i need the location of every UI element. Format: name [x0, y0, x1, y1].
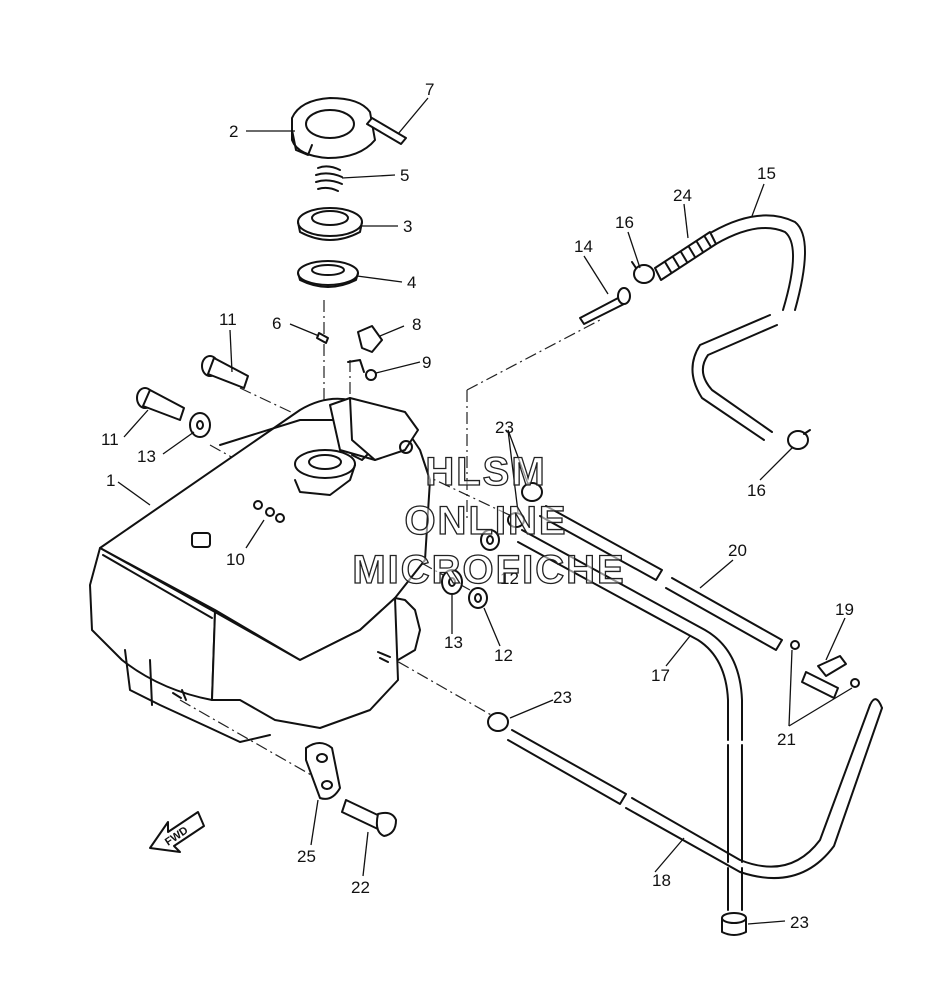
fuel-tank — [89, 397, 431, 743]
label-part-13-lower: 13 — [444, 633, 463, 652]
label-part-6: 6 — [272, 314, 281, 333]
label-part-18: 18 — [652, 871, 671, 890]
label-part-12-upper: 12 — [500, 569, 519, 588]
label-part-8: 8 — [412, 315, 421, 334]
bolt-11-upper — [201, 355, 249, 389]
fwd-arrow: FWD — [149, 811, 205, 853]
label-part-11-lower: 11 — [101, 430, 119, 449]
label-part-13-upper: 13 — [137, 447, 156, 466]
label-part-16-lower: 16 — [747, 481, 766, 500]
label-part-20: 20 — [728, 541, 747, 560]
clip-21 — [790, 640, 860, 688]
hose-clamp-16-upper — [631, 261, 655, 284]
t-joint — [801, 655, 847, 699]
filler-cap — [291, 97, 376, 159]
label-part-25: 25 — [297, 847, 316, 866]
hose-clamp-23-bottom — [721, 912, 747, 936]
label-part-21: 21 — [777, 730, 796, 749]
watermark-line-1: HLSM — [425, 450, 546, 494]
label-part-24: 24 — [673, 186, 692, 205]
washer-13-upper — [189, 412, 211, 438]
grommet-12-upper — [480, 529, 500, 551]
label-part-12-lower: 12 — [494, 646, 513, 665]
label-part-11-upper: 11 — [219, 310, 237, 329]
bracket — [305, 742, 341, 800]
label-part-14: 14 — [574, 237, 593, 256]
spring-guard — [654, 231, 717, 281]
label-part-23-middle: 23 — [553, 688, 572, 707]
hose-clamp-23-upper — [507, 482, 543, 528]
label-part-22: 22 — [351, 878, 370, 897]
part-labels: 1 2 3 4 5 6 7 8 9 10 11 11 12 12 13 13 1… — [101, 80, 854, 932]
grommet-12-lower — [468, 587, 488, 609]
hose-17 — [517, 529, 743, 911]
spring — [315, 165, 343, 192]
label-part-9: 9 — [422, 353, 431, 372]
label-part-23-upper: 23 — [495, 418, 514, 437]
watermark-line-3: MICROFICHE — [352, 548, 625, 592]
watermark-line-2: ONLINE — [404, 499, 567, 543]
hose-clamp-16-lower — [787, 429, 811, 450]
hose-clamp-23-middle — [487, 712, 509, 732]
bolt-11-lower — [136, 387, 185, 421]
label-part-19: 19 — [835, 600, 854, 619]
label-part-23-bottom: 23 — [790, 913, 809, 932]
label-part-16-upper: 16 — [615, 213, 634, 232]
clip-9 — [347, 359, 377, 381]
label-part-3: 3 — [403, 217, 412, 236]
label-part-2: 2 — [229, 122, 238, 141]
clip-8 — [357, 325, 383, 353]
cap-seat — [297, 207, 363, 241]
breather-hose — [691, 214, 806, 441]
bolt-22 — [341, 799, 397, 837]
label-part-7: 7 — [425, 80, 434, 99]
pin-6 — [316, 332, 329, 344]
label-part-1: 1 — [106, 471, 115, 490]
label-part-5: 5 — [400, 166, 409, 185]
watermark: HLSM ONLINE MICROFICHE — [352, 449, 625, 592]
nut-10 — [253, 500, 285, 523]
washer-13-lower — [441, 569, 463, 595]
hose-18 — [507, 698, 883, 879]
leader-lines — [117, 97, 853, 925]
pin-7 — [366, 117, 407, 145]
label-part-15: 15 — [757, 164, 776, 183]
bolt-14 — [579, 287, 631, 325]
label-part-4: 4 — [407, 273, 416, 292]
label-part-17: 17 — [651, 666, 670, 685]
hose-20 — [539, 505, 783, 651]
label-part-10: 10 — [226, 550, 245, 569]
gasket — [297, 260, 359, 288]
